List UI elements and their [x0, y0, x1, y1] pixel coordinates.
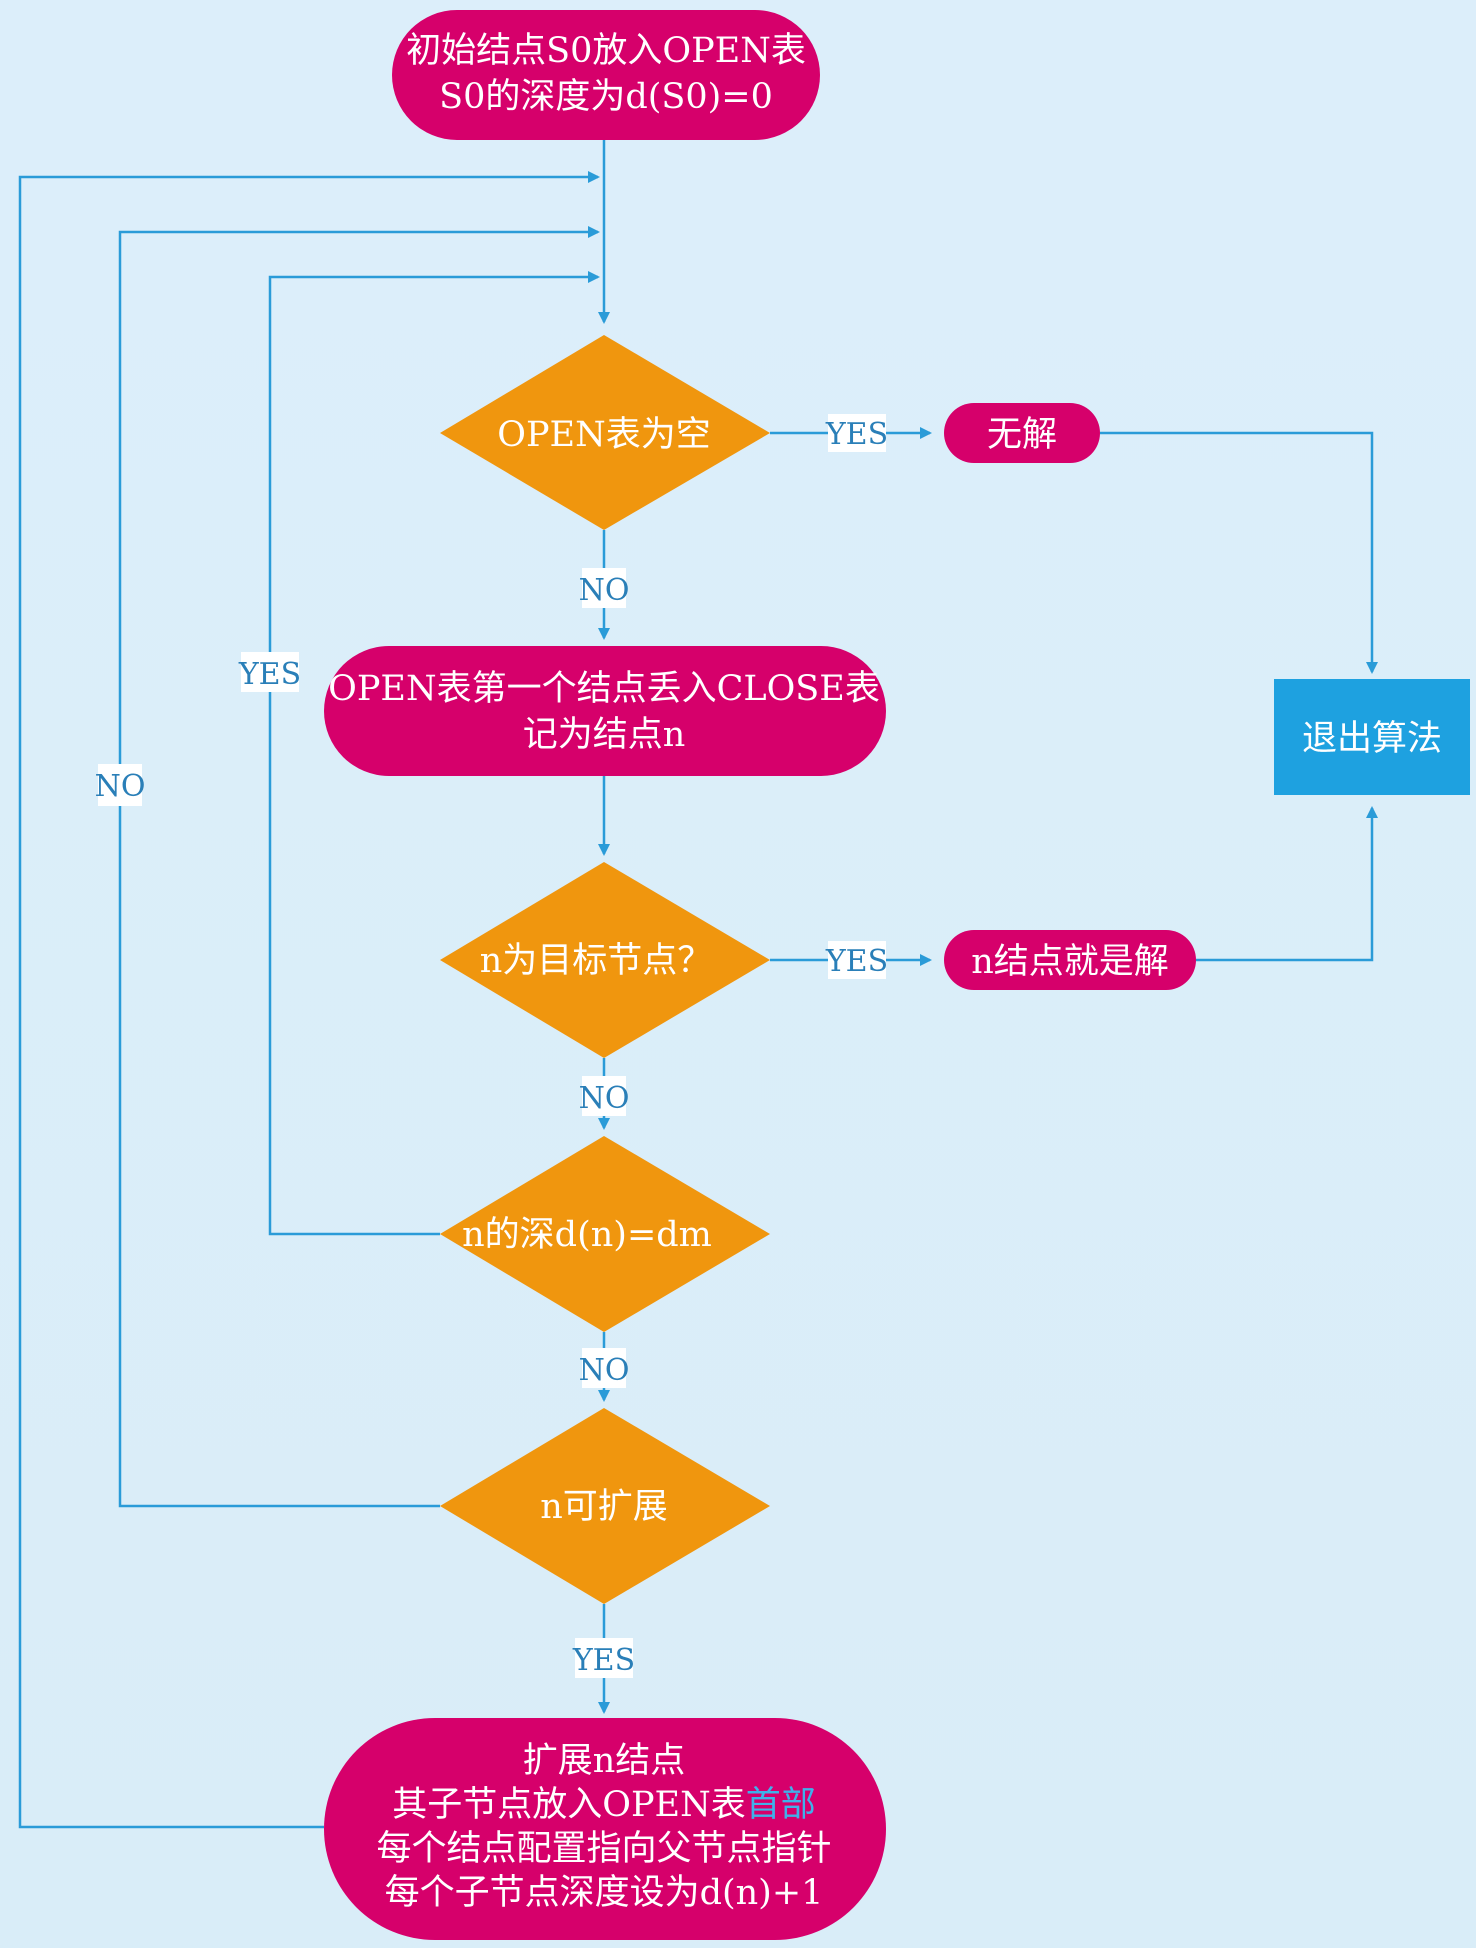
- node-depth-check: n的深d(n)=dm: [440, 1136, 770, 1332]
- node-expand-line1: 扩展n结点: [523, 1741, 686, 1781]
- node-is-goal: n为目标节点？: [440, 862, 770, 1058]
- node-expand-line2: 其子节点放入OPEN表首部: [392, 1785, 815, 1825]
- node-expand: 扩展n结点 其子节点放入OPEN表首部 每个结点配置指向父节点指针 每个子节点深…: [324, 1718, 886, 1940]
- edge-n-solution-to-exit: [1196, 806, 1378, 962]
- node-exit: 退出算法: [1274, 679, 1470, 795]
- node-exit-label: 退出算法: [1302, 719, 1442, 759]
- label-depth-yes: YES: [238, 657, 301, 692]
- node-open-empty: OPEN表为空: [440, 335, 770, 530]
- node-no-solution: 无解: [944, 403, 1100, 463]
- label-open-empty-yes: YES: [825, 417, 888, 452]
- node-open-empty-label: OPEN表为空: [497, 415, 710, 455]
- node-n-solution: n结点就是解: [944, 930, 1196, 990]
- node-depth-check-label: n的深d(n)=dm: [462, 1215, 712, 1255]
- node-no-solution-label: 无解: [987, 415, 1057, 455]
- label-goal-no: NO: [579, 1081, 630, 1116]
- edge-no-solution-to-exit: [1100, 431, 1378, 674]
- node-expandable: n可扩展: [440, 1408, 770, 1604]
- node-expand-line3: 每个结点配置指向父节点指针: [376, 1829, 831, 1869]
- node-start-line1: 初始结点S0放入OPEN表: [406, 31, 806, 71]
- node-move-close-line2: 记为结点n: [523, 715, 686, 755]
- node-expand-line2-prefix: 其子节点放入OPEN表: [392, 1785, 745, 1825]
- edge-expand-loop: [18, 171, 600, 1829]
- edge-depth-yes-loop: [268, 271, 600, 1236]
- node-expand-line2-highlight: 首部: [746, 1785, 816, 1825]
- label-goal-yes: YES: [825, 944, 888, 979]
- node-n-solution-label: n结点就是解: [971, 942, 1169, 982]
- label-open-empty-no: NO: [579, 573, 630, 608]
- node-expand-line4: 每个子节点深度设为d(n)+1: [385, 1873, 824, 1913]
- edge-expandable-no-loop: [118, 226, 600, 1508]
- label-depth-no: NO: [579, 1353, 630, 1388]
- node-move-close: OPEN表第一个结点丢入CLOSE表 记为结点n: [324, 646, 886, 776]
- node-start-line2: S0的深度为d(S0)=0: [439, 77, 773, 117]
- node-expandable-label: n可扩展: [540, 1487, 668, 1527]
- node-start: 初始结点S0放入OPEN表 S0的深度为d(S0)=0: [392, 10, 820, 140]
- label-expandable-no: NO: [95, 769, 146, 804]
- node-is-goal-label: n为目标节点？: [480, 941, 713, 981]
- node-move-close-line1: OPEN表第一个结点丢入CLOSE表: [328, 669, 880, 709]
- label-expandable-yes: YES: [572, 1643, 635, 1678]
